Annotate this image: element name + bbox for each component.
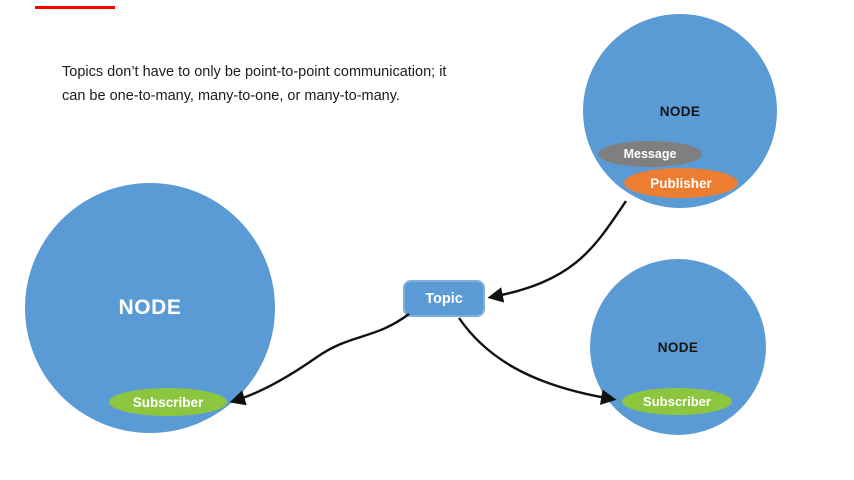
caption-line-2: can be one-to-many, many-to-one, or many… [62, 88, 400, 104]
left-node-circle: NODE Subscriber [25, 183, 275, 433]
accent-bar [35, 6, 115, 9]
bottom-right-node-label: NODE [657, 339, 699, 355]
topic-box: Topic [403, 280, 485, 317]
message-pill: Message [598, 141, 702, 167]
left-node-label: NODE [118, 296, 182, 319]
caption-text: Topics don’t have to only be point-to-po… [62, 60, 522, 108]
bottom-right-node-circle: NODE Subscriber [590, 259, 766, 435]
arrow-publisher-to-topic [487, 200, 627, 303]
left-subscriber-pill: Subscriber [109, 388, 227, 416]
arrow-topic-to-bottom-right-subscriber [458, 317, 617, 405]
publisher-pill: Publisher [624, 168, 738, 198]
top-right-node-circle: NODE Message Publisher [583, 14, 777, 208]
bottom-right-subscriber-pill: Subscriber [622, 388, 732, 415]
top-right-node-label: NODE [659, 103, 701, 119]
caption-line-1: Topics don’t have to only be point-to-po… [62, 64, 447, 80]
